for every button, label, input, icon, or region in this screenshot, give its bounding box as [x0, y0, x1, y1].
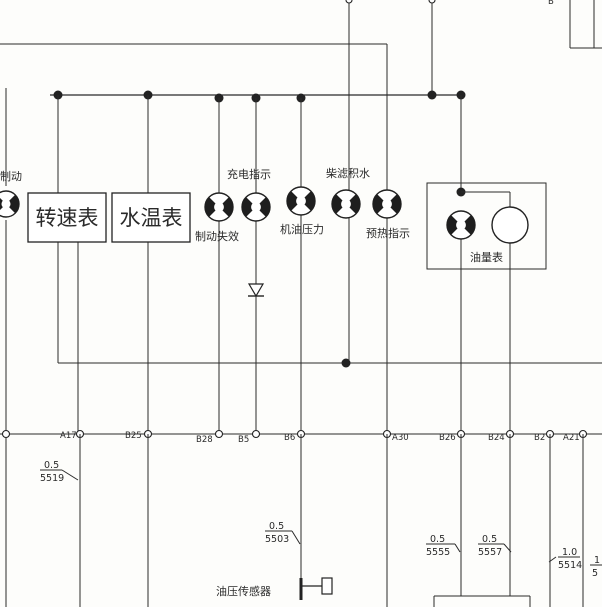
- wire-number-5514: 5514: [558, 560, 582, 571]
- pin-label-b5: B5: [238, 435, 249, 445]
- fuel-gauge-meter: [491, 206, 529, 244]
- pin-label-a30: A30: [392, 433, 409, 443]
- diode-icon: [247, 283, 265, 298]
- ground-node: [341, 358, 351, 368]
- wire-gauge-5503: 0.5: [269, 521, 284, 532]
- wire-5519-tick: [61, 469, 79, 481]
- oil-pressure-sensor-icon: [299, 577, 333, 600]
- wire-number-5555: 5555: [426, 547, 450, 558]
- charging-label: 充电指示: [227, 167, 271, 181]
- pin-label-b6: B6: [284, 433, 295, 443]
- terminal-left: [1, 429, 11, 439]
- brake-failure-label: 制动失效: [195, 229, 239, 243]
- fuel-warning-lamp: [446, 210, 476, 240]
- wire-number-5557: 5557: [478, 547, 502, 558]
- pin-label-a17: A17: [60, 431, 77, 441]
- pin-label-b24: B24: [488, 433, 505, 443]
- pin-label-b26: B26: [439, 433, 456, 443]
- terminal-b28: [214, 429, 224, 439]
- pin-label-b25: B25: [125, 431, 142, 441]
- pin-label-b2: B2: [534, 433, 545, 443]
- water-temp-gauge-box: [111, 192, 191, 243]
- wire-gauge-5: 1: [594, 555, 600, 566]
- oil-pressure-lamp: [286, 186, 316, 216]
- brake-lamp-label: 制动: [0, 170, 22, 183]
- water-temp-gauge-label: 水温表: [120, 206, 183, 230]
- wire-5555-tick: [454, 543, 461, 553]
- pin-label-a21: A21: [563, 433, 580, 443]
- wire-5503-tick: [291, 530, 301, 545]
- brake-lamp: [0, 190, 20, 218]
- top-right-label: B: [548, 0, 554, 7]
- charging-lamp: [241, 192, 271, 222]
- preheat-lamp: [372, 189, 402, 219]
- wire-number-5503: 5503: [265, 534, 289, 545]
- tachometer-box: [27, 192, 107, 243]
- top-terminal-1: [345, 0, 353, 4]
- terminal-b5: [251, 429, 261, 439]
- preheat-label: 预热指示: [366, 226, 410, 240]
- wire-number-5: 5: [592, 568, 598, 579]
- wire-5557-tick: [503, 543, 512, 553]
- wire-5514-tick: [548, 556, 557, 563]
- wire-number-5519: 5519: [40, 473, 64, 484]
- water-in-filter-lamp: [331, 189, 361, 219]
- top-terminal-2: [428, 0, 436, 4]
- bus-node-6: [427, 90, 437, 100]
- pin-label-b28: B28: [196, 435, 213, 445]
- wire-gauge-5519: 0.5: [44, 460, 59, 471]
- fuel-gauge-module-box: [426, 182, 547, 270]
- wire-gauge-5514: 1.0: [562, 547, 577, 558]
- fuel-gauge-label: 油量表: [470, 250, 503, 264]
- wire-gauge-5555: 0.5: [430, 534, 445, 545]
- water-in-filter-label: 柴滤积水: [326, 166, 370, 180]
- oil-pressure-sensor-label: 油压传感器: [216, 584, 271, 598]
- tachometer-label: 转速表: [36, 206, 99, 230]
- wire-gauge-5557: 0.5: [482, 534, 497, 545]
- oil-pressure-label: 机油压力: [280, 222, 324, 236]
- brake-failure-lamp: [204, 192, 234, 222]
